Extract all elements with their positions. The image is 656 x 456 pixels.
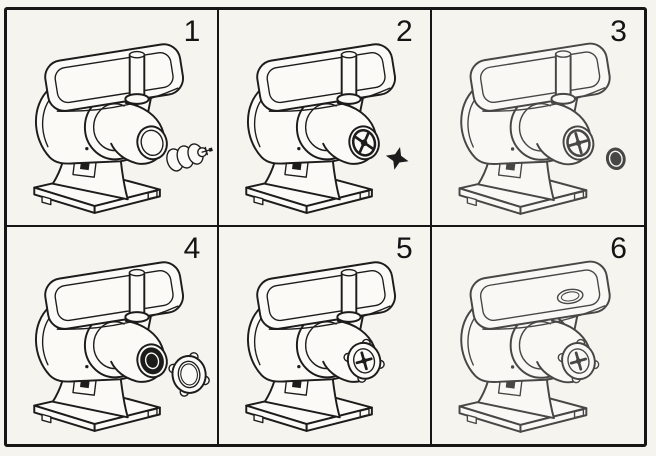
grinder-machine xyxy=(458,42,626,215)
grinder-illustration xyxy=(432,10,644,225)
assembly-grid: 1 xyxy=(7,10,644,444)
grinder-line-art xyxy=(245,261,397,432)
feed-tube xyxy=(124,268,150,323)
feed-tray xyxy=(469,42,611,112)
grinder-head xyxy=(110,101,168,165)
grinder-line-art xyxy=(458,42,626,215)
grinder-illustration xyxy=(7,227,217,444)
assembly-step-panel-1: 1 xyxy=(7,10,220,227)
feed-tube xyxy=(336,268,362,323)
head-plate-installed-icon xyxy=(140,347,164,375)
feed-tray xyxy=(256,261,397,330)
step-number: 4 xyxy=(183,232,201,265)
step-number: 1 xyxy=(183,15,201,48)
ring-nut-part-icon xyxy=(168,352,210,397)
knife-part-icon xyxy=(386,147,409,170)
head-auger-installed-icon xyxy=(352,129,377,157)
grinder-machine xyxy=(33,261,210,432)
head-end xyxy=(140,347,164,375)
feed-tube xyxy=(550,50,576,105)
assembly-step-panel-3: 3 xyxy=(431,10,644,227)
head-ring-nut-installed-icon xyxy=(343,338,386,383)
plate-part-icon xyxy=(605,147,626,171)
grinder-illustration xyxy=(7,10,217,225)
grinder-machine xyxy=(245,261,397,432)
head-ring-nut-installed-icon xyxy=(557,338,599,384)
grinder-machine xyxy=(458,260,611,433)
grinder-line-art xyxy=(33,261,210,432)
head-end xyxy=(343,338,386,383)
head-opening-empty-icon xyxy=(140,129,164,157)
auger-part-icon xyxy=(166,143,213,172)
grinder-illustration xyxy=(219,227,429,444)
feed-tray xyxy=(44,43,184,112)
grinder-line-art xyxy=(33,43,213,214)
feed-tray xyxy=(256,43,397,112)
head-knife-installed-icon xyxy=(565,129,591,157)
grinder-machine xyxy=(33,43,213,214)
grinder-line-art xyxy=(245,43,409,214)
assembly-step-panel-5: 5 xyxy=(219,227,432,444)
step-number: 5 xyxy=(395,232,413,265)
head-end xyxy=(140,129,164,157)
head-end xyxy=(557,338,599,384)
grinder-illustration xyxy=(432,227,644,444)
head-end xyxy=(565,129,591,157)
step-number: 6 xyxy=(610,232,627,265)
grinder-machine xyxy=(245,43,409,214)
feed-tray xyxy=(469,260,611,330)
feed-tube xyxy=(336,50,362,105)
feed-tray xyxy=(44,261,184,330)
assembly-step-panel-2: 2 xyxy=(219,10,432,227)
step-number: 3 xyxy=(610,15,627,48)
assembly-step-panel-6: 6 xyxy=(432,227,644,444)
diagram-frame: 1 xyxy=(4,7,647,447)
feed-tube xyxy=(124,50,150,105)
assembly-step-panel-4: 4 xyxy=(7,227,220,444)
step-number: 2 xyxy=(395,15,413,48)
head-end xyxy=(352,129,377,157)
tray-feed-hole xyxy=(556,288,584,305)
grinder-line-art xyxy=(458,260,611,433)
grinder-illustration xyxy=(219,10,429,225)
